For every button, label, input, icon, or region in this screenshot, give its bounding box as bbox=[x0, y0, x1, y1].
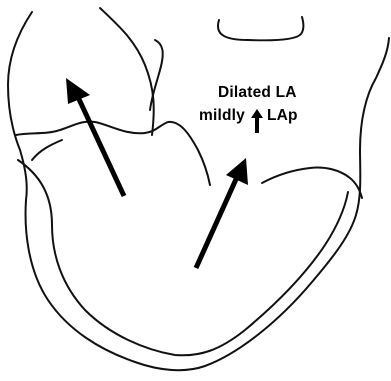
label-line1-text: Dilated LA bbox=[218, 84, 297, 101]
heart-outer-wall-left bbox=[8, 12, 389, 370]
label-dilated-la: Dilated LA bbox=[218, 84, 297, 102]
lv-left-contour bbox=[32, 140, 62, 160]
arrow-left bbox=[66, 78, 124, 196]
label-mildly-lap: mildly LAp bbox=[199, 107, 298, 131]
arrow-right bbox=[196, 158, 248, 268]
left-atrium-wall bbox=[100, 8, 154, 135]
up-arrow-icon bbox=[250, 109, 264, 133]
atrial-appendage bbox=[150, 40, 163, 110]
heart-inner-wall bbox=[18, 160, 348, 355]
label-mildly-text: mildly bbox=[199, 107, 245, 125]
la-roof-curve bbox=[218, 17, 303, 40]
label-lap-text: LAp bbox=[267, 107, 298, 125]
